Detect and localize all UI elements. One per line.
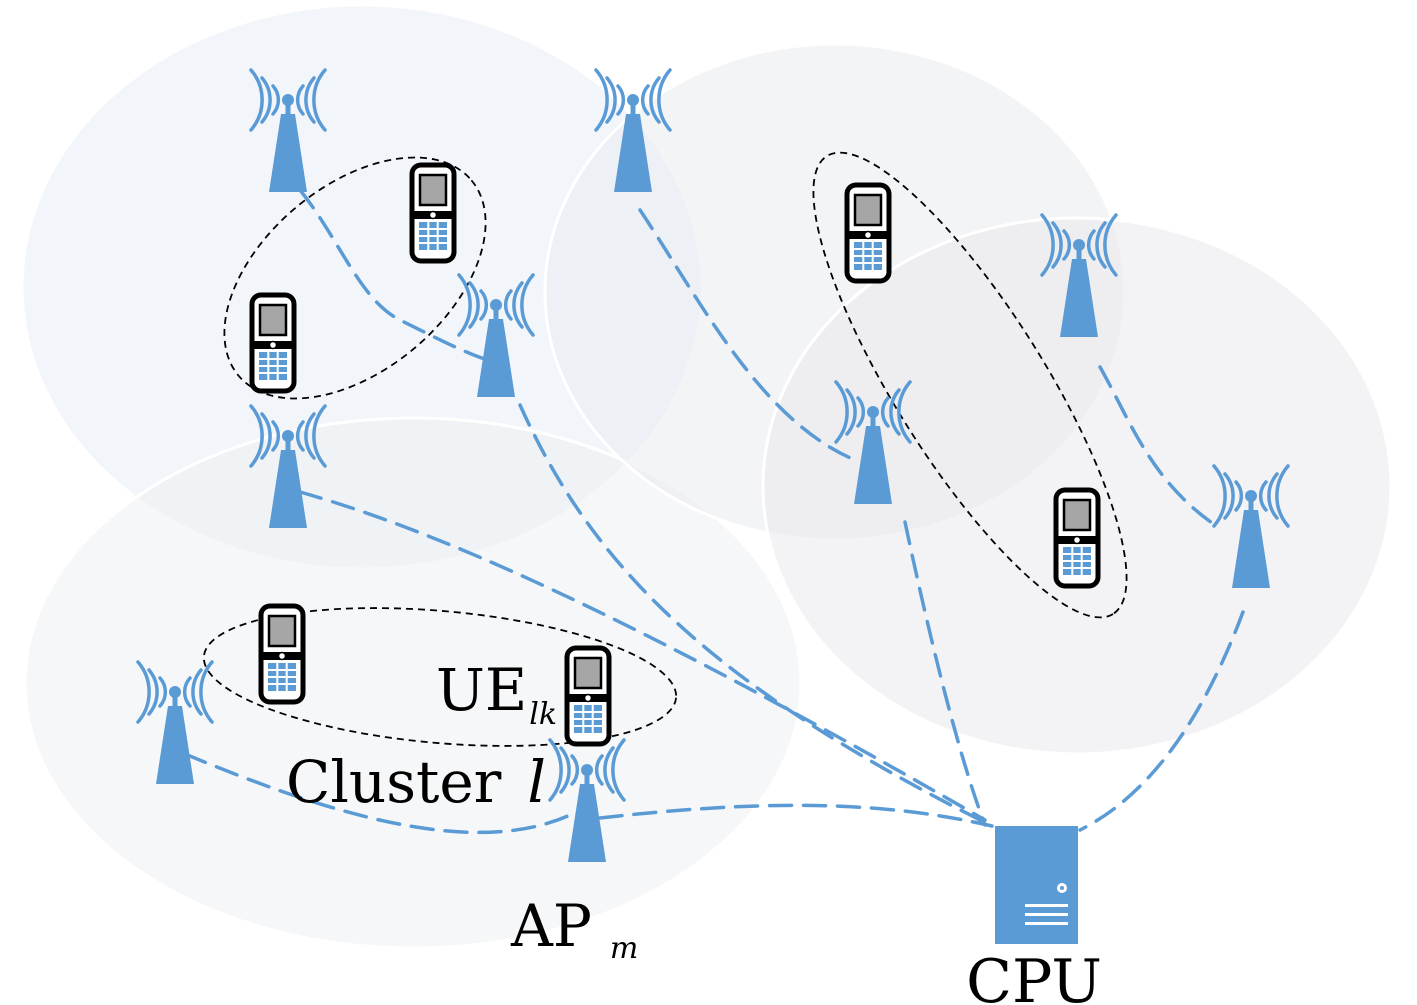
mobile-phone-icon <box>261 606 303 702</box>
fronthaul-link-2 <box>298 490 987 822</box>
fronthaul-link-6 <box>1098 365 1217 527</box>
fronthaul-link-3 <box>518 403 992 827</box>
mobile-phone-icon <box>567 648 609 744</box>
fronthaul-link-1 <box>298 188 490 362</box>
fronthaul-links <box>183 188 1245 835</box>
coverage-region-right <box>761 216 1393 756</box>
ue-cluster-bottom <box>202 607 678 747</box>
fronthaul-link-7 <box>1078 610 1245 832</box>
cpu-server-icon <box>995 826 1078 944</box>
ue-cluster-top-left <box>223 156 487 400</box>
ue-label: UElk <box>436 656 557 732</box>
fronthaul-link-5 <box>903 520 987 827</box>
mobile-phone-icon <box>847 185 889 281</box>
mobile-phone-icon <box>252 295 294 391</box>
cpu-label: CPU <box>966 947 1102 1005</box>
fronthaul-link-9 <box>598 803 994 828</box>
coverage-regions <box>20 3 1393 950</box>
mobile-phone-icon <box>1056 490 1098 586</box>
mobile-phone-icon <box>412 165 454 261</box>
fronthaul-link-4 <box>638 208 857 462</box>
fronthaul-link-8 <box>183 752 572 835</box>
